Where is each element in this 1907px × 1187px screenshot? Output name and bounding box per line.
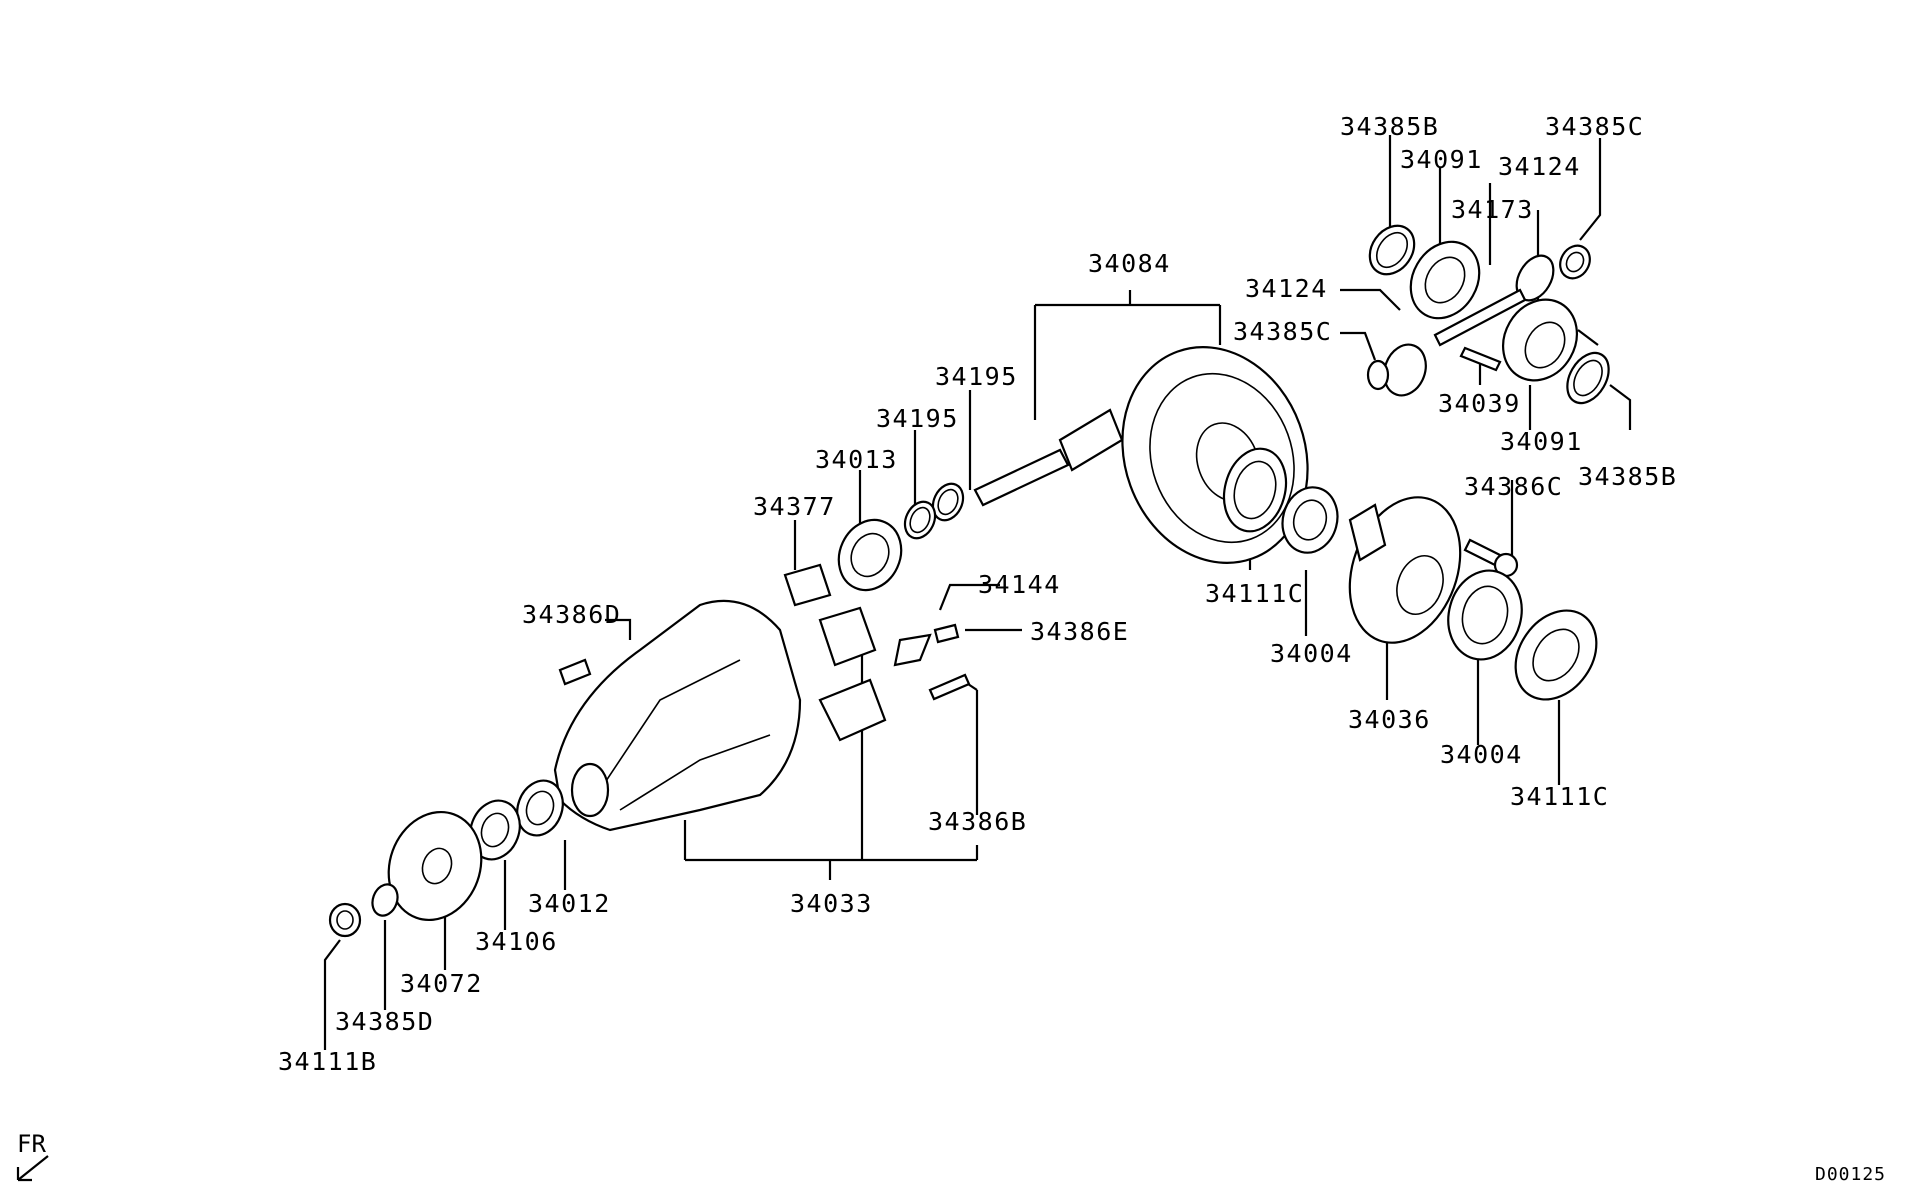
label-34377: 34377 [753,492,836,521]
label-34111C-a: 34111C [1205,579,1304,608]
label-34036: 34036 [1348,705,1431,734]
label-34195-a: 34195 [935,362,1018,391]
label-34386D: 34386D [522,600,621,629]
label-34385B-bot: 34385B [1578,462,1677,491]
label-34084: 34084 [1088,249,1171,278]
front-direction-indicator: FR [16,1130,49,1182]
label-34004-a: 34004 [1270,639,1353,668]
label-34012: 34012 [528,889,611,918]
label-34033: 34033 [790,889,873,918]
label-34195-b: 34195 [876,404,959,433]
label-34124-top: 34124 [1498,152,1581,181]
label-34386B: 34386B [928,807,1027,836]
label-34385C-mid: 34385C [1233,317,1332,346]
label-34385B-top: 34385B [1340,112,1439,141]
label-34091-bot: 34091 [1500,427,1583,456]
label-34385D: 34385D [335,1007,434,1036]
label-34111C-b: 34111C [1510,782,1609,811]
label-34385C-top: 34385C [1545,112,1644,141]
figure-code: D00125 [1815,1164,1886,1185]
label-34386E: 34386E [1030,617,1129,646]
label-34091-top: 34091 [1400,145,1483,174]
label-34124-mid: 34124 [1245,274,1328,303]
label-34386C: 34386C [1464,472,1563,501]
label-34106: 34106 [475,927,558,956]
label-34039: 34039 [1438,389,1521,418]
part-drawings [328,224,1610,938]
label-34144: 34144 [978,570,1061,599]
label-34111B: 34111B [278,1047,377,1076]
label-34004-b: 34004 [1440,740,1523,769]
fr-label: FR [17,1130,46,1158]
label-34072: 34072 [400,969,483,998]
label-34013: 34013 [815,445,898,474]
part-labels: 34385B 34091 34124 34385C 34173 34084 34… [278,112,1677,1076]
front-arrow-icon [16,1155,49,1182]
label-34173: 34173 [1451,195,1534,224]
